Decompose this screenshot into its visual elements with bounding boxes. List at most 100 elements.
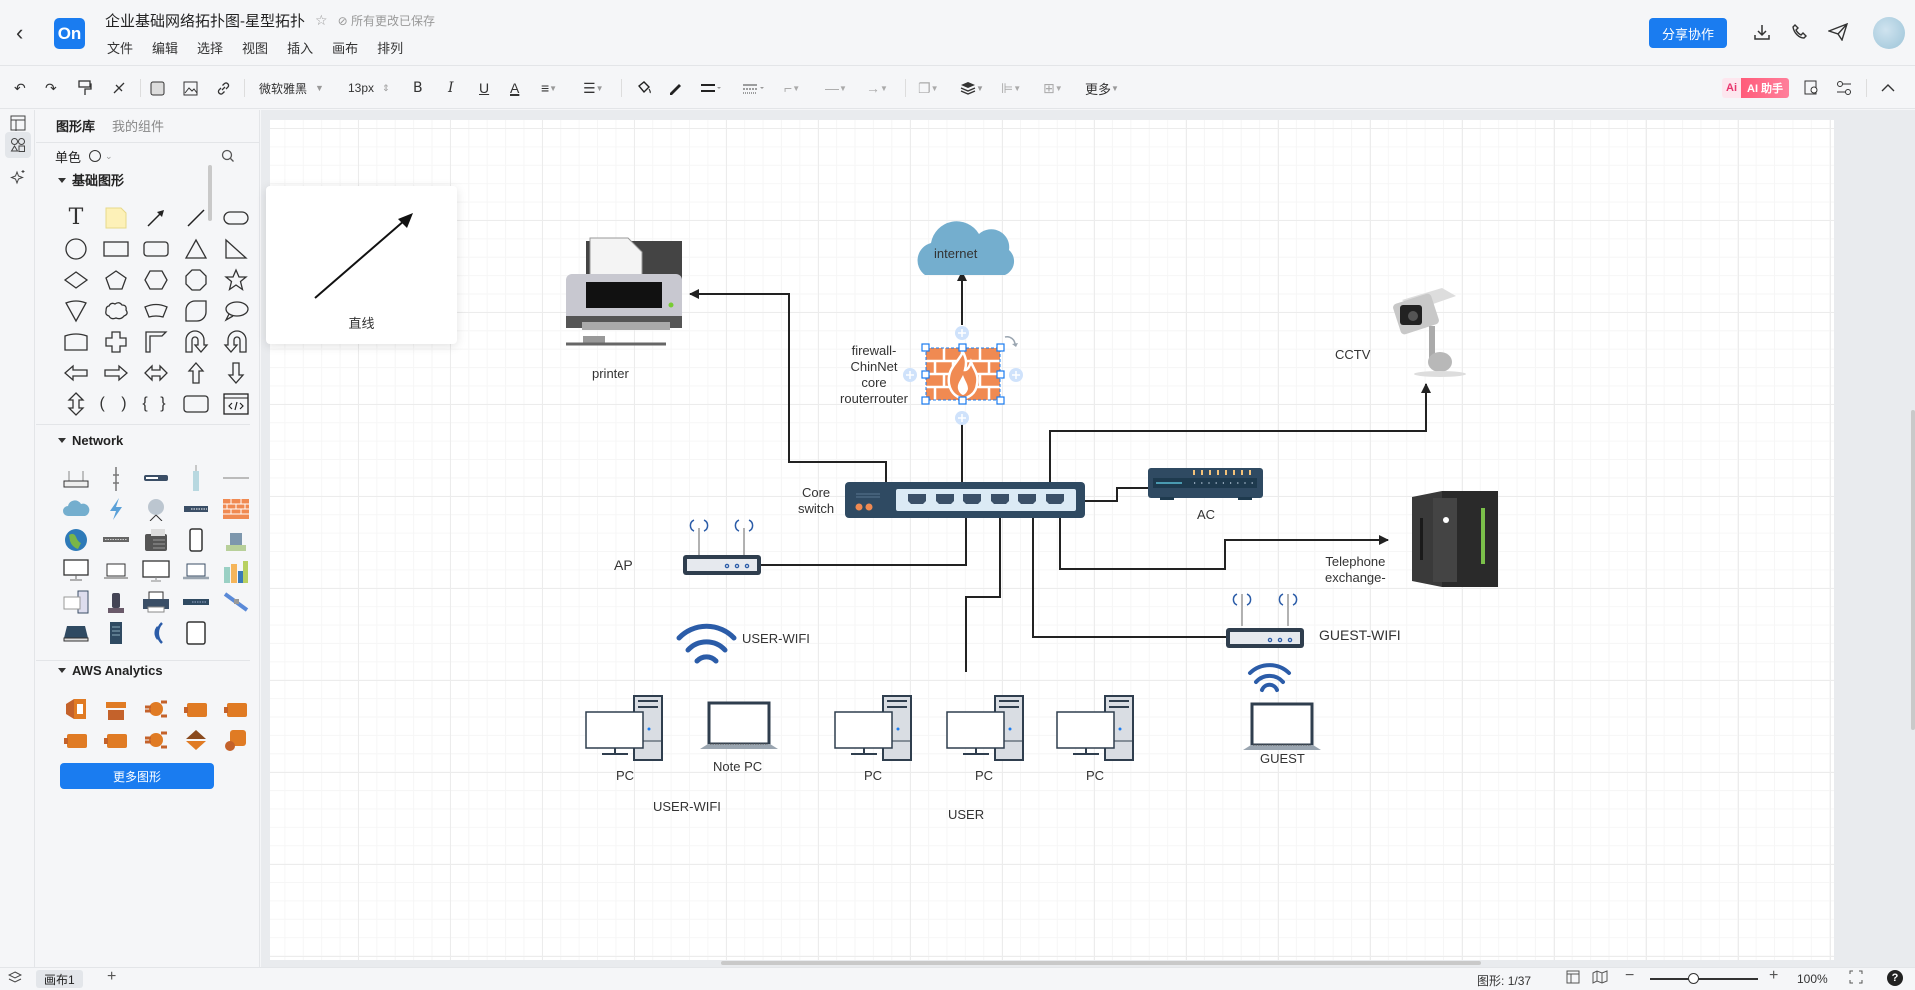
lightning-shape[interactable] bbox=[96, 493, 136, 524]
display-shape[interactable] bbox=[136, 555, 176, 586]
font-color-button[interactable]: A bbox=[510, 80, 520, 96]
font-size-stepper[interactable]: 13px⇕ bbox=[348, 77, 390, 99]
label-internet[interactable]: internet bbox=[934, 246, 978, 261]
fill-color-icon[interactable] bbox=[636, 77, 652, 99]
cordless-phone-shape[interactable] bbox=[96, 586, 136, 617]
aws-emr-shape[interactable] bbox=[56, 693, 96, 724]
aws-data-pipeline-shape[interactable] bbox=[136, 693, 176, 724]
circle-shape[interactable] bbox=[56, 233, 96, 264]
code-block-shape[interactable] bbox=[216, 388, 256, 419]
fullscreen-icon[interactable] bbox=[1849, 970, 1863, 987]
wireless-signal-shape[interactable] bbox=[136, 617, 176, 648]
section-aws-analytics[interactable]: AWS Analytics bbox=[58, 663, 163, 679]
line-start-icon[interactable]: —▼ bbox=[825, 80, 847, 96]
phone-icon[interactable] bbox=[1788, 20, 1812, 44]
zoom-in-button[interactable]: + bbox=[1769, 967, 1779, 984]
tablet-shape[interactable] bbox=[176, 617, 216, 648]
line-color-icon[interactable] bbox=[667, 77, 683, 99]
pentagon-shape[interactable] bbox=[96, 264, 136, 295]
label-pc-1[interactable]: PC bbox=[616, 768, 635, 783]
menu-view[interactable]: 视图 bbox=[242, 41, 269, 56]
modem-shape[interactable] bbox=[136, 462, 176, 493]
layers-icon[interactable]: ▼ bbox=[960, 77, 984, 99]
canvas-tab-1[interactable]: 画布1 bbox=[36, 970, 83, 988]
corner-shape[interactable] bbox=[136, 326, 176, 357]
layers-icon[interactable] bbox=[7, 971, 23, 990]
note-shape[interactable] bbox=[96, 202, 136, 233]
label-guest-wifi[interactable]: GUEST-WIFI bbox=[1319, 627, 1401, 643]
down-arrow-shape[interactable] bbox=[216, 357, 256, 388]
map-icon[interactable] bbox=[1592, 970, 1608, 987]
patch-panel-shape[interactable] bbox=[96, 524, 136, 555]
undo-icon[interactable]: ↶ bbox=[14, 79, 26, 96]
label-user-group[interactable]: USER bbox=[948, 807, 985, 822]
back-button[interactable]: ‹ bbox=[16, 20, 24, 45]
label-user-wifi-signal[interactable]: USER-WIFI bbox=[742, 631, 810, 646]
right-arrow-shape[interactable] bbox=[96, 357, 136, 388]
collapse-toolbar-icon[interactable] bbox=[1881, 77, 1895, 99]
laptop-small-shape[interactable] bbox=[96, 555, 136, 586]
section-basic-shapes[interactable]: 基础图形 bbox=[58, 173, 124, 189]
right-triangle-shape[interactable] bbox=[216, 233, 256, 264]
menu-arrange[interactable]: 排列 bbox=[377, 41, 404, 56]
wireless-router-shape[interactable] bbox=[56, 462, 96, 493]
printer-shape[interactable] bbox=[136, 586, 176, 617]
up-arrow-shape[interactable] bbox=[176, 357, 216, 388]
braces-shape[interactable]: { } bbox=[142, 394, 170, 412]
share-button[interactable]: 分享协作 bbox=[1649, 18, 1727, 48]
layout-icon[interactable] bbox=[5, 110, 31, 136]
triangle-shape[interactable] bbox=[176, 233, 216, 264]
italic-button[interactable]: I bbox=[448, 80, 454, 96]
label-user-wifi-group[interactable]: USER-WIFI bbox=[653, 799, 721, 814]
hexagon-shape[interactable] bbox=[136, 264, 176, 295]
label-note-pc[interactable]: Note PC bbox=[713, 759, 763, 774]
satellite-dish-shape[interactable] bbox=[136, 493, 176, 524]
trapezoid-curved-shape[interactable] bbox=[136, 295, 176, 326]
zoom-slider[interactable] bbox=[1650, 978, 1758, 980]
fill-pattern-icon[interactable] bbox=[150, 77, 165, 99]
label-telephone-exchange[interactable]: Telephone exchange- bbox=[1325, 554, 1386, 586]
diamond-shape[interactable] bbox=[56, 264, 96, 295]
rounded-rectangle-shape[interactable] bbox=[136, 233, 176, 264]
aws-kinesis-shape[interactable] bbox=[96, 693, 136, 724]
mobile-phone-shape[interactable] bbox=[176, 524, 216, 555]
label-pc-4[interactable]: PC bbox=[1086, 768, 1105, 783]
horizontal-scrollbar[interactable] bbox=[721, 961, 1481, 965]
menu-canvas[interactable]: 画布 bbox=[332, 41, 359, 56]
vertical-scrollbar[interactable] bbox=[1911, 410, 1915, 730]
zoom-level[interactable]: 100% bbox=[1797, 972, 1828, 986]
link-icon[interactable] bbox=[216, 77, 231, 99]
rounded-rect-shape[interactable] bbox=[216, 202, 256, 233]
skyscraper-shape[interactable] bbox=[176, 462, 216, 493]
city-shape[interactable] bbox=[216, 555, 256, 586]
cloud-network-shape[interactable] bbox=[56, 493, 96, 524]
aws-mapr-m5-shape[interactable] bbox=[56, 724, 96, 755]
mono-color-toggle[interactable]: 单色 ⌄ bbox=[55, 148, 113, 165]
settings-sliders-icon[interactable] bbox=[1836, 77, 1852, 99]
menu-select[interactable]: 选择 bbox=[197, 41, 224, 56]
label-printer[interactable]: printer bbox=[592, 366, 629, 381]
copy-style-icon[interactable]: ❐▼ bbox=[918, 79, 939, 96]
vertical-double-arrow-shape[interactable] bbox=[56, 388, 96, 419]
globe-shape[interactable] bbox=[56, 524, 96, 555]
more-shapes-button[interactable]: 更多图形 bbox=[60, 763, 214, 789]
tab-my-components[interactable]: 我的组件 bbox=[112, 118, 165, 134]
inverted-triangle-shape[interactable] bbox=[56, 295, 96, 326]
document-title[interactable]: 企业基础网络拓扑图-星型拓扑 bbox=[105, 13, 305, 30]
line-shape[interactable] bbox=[176, 202, 216, 233]
speech-bubble-shape[interactable] bbox=[216, 295, 256, 326]
firewall-shape[interactable] bbox=[216, 493, 256, 524]
cross-shape[interactable] bbox=[96, 326, 136, 357]
u-turn-arrow-shape[interactable] bbox=[176, 326, 216, 357]
satellite-shape[interactable] bbox=[216, 586, 256, 617]
card-shape[interactable] bbox=[56, 326, 96, 357]
star-icon[interactable]: ☆ bbox=[315, 12, 328, 28]
aws-glue-shape[interactable] bbox=[216, 724, 256, 755]
label-ac[interactable]: AC bbox=[1197, 507, 1216, 522]
octagon-shape[interactable] bbox=[176, 264, 216, 295]
aws-redshift-shape[interactable] bbox=[176, 724, 216, 755]
connector-type-icon[interactable]: ⌐▼ bbox=[784, 80, 801, 96]
cable-shape[interactable] bbox=[216, 462, 256, 493]
fax-shape[interactable] bbox=[136, 524, 176, 555]
